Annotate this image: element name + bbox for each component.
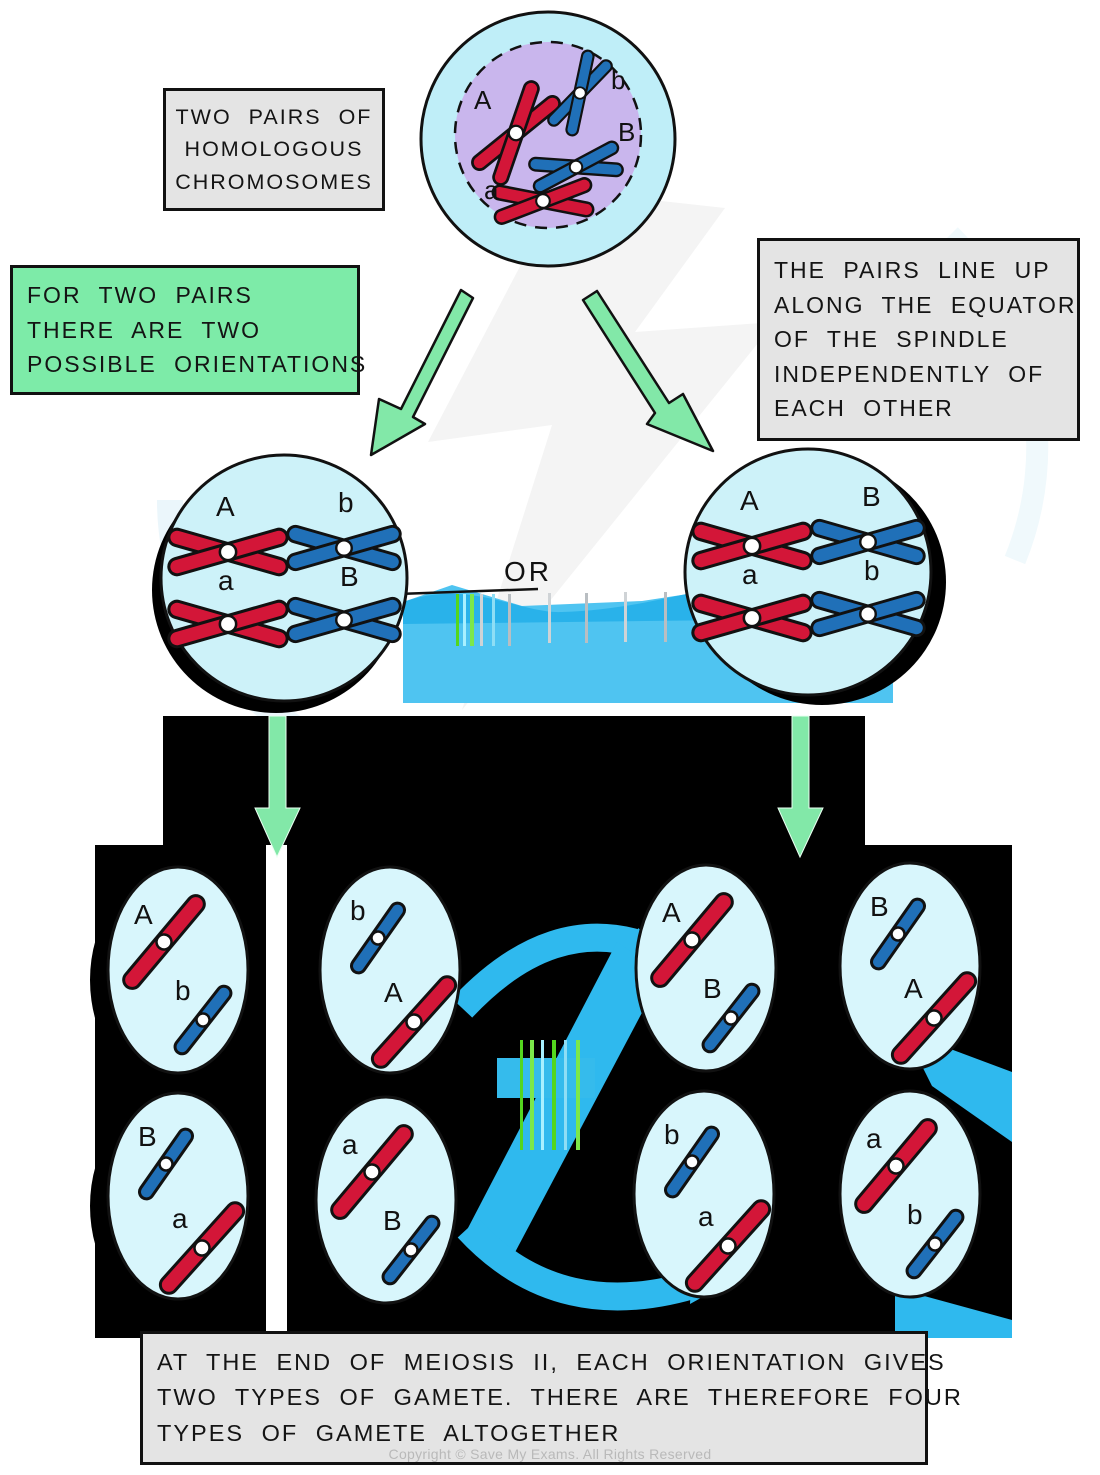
gamete-cell-2: b A bbox=[318, 865, 462, 1075]
chromosome-label: b bbox=[338, 487, 354, 518]
meiosis-summary-line: TWO TYPES OF GAMETE. THERE ARE THEREFORE… bbox=[157, 1384, 963, 1411]
chromatid-label: a bbox=[342, 1129, 358, 1160]
equator-box: THE PAIRS LINE UP ALONG THE EQUATOR OF T… bbox=[757, 238, 1080, 441]
chromosome-label: B bbox=[340, 561, 359, 592]
gamete-cell-5: B a bbox=[90, 1091, 250, 1311]
orientations-box-line: POSSIBLE ORIENTATIONS bbox=[27, 351, 368, 377]
chromatid-label: a bbox=[866, 1123, 882, 1154]
gamete-cell-1: A b bbox=[90, 865, 250, 1085]
chromatid-label: a bbox=[698, 1201, 714, 1232]
gamete-cell-8: a b bbox=[838, 1089, 982, 1299]
chromosome-label: b bbox=[864, 555, 880, 586]
chromosome-label: a bbox=[218, 565, 234, 596]
meiosis-summary-line: TYPES OF GAMETE ALTOGETHER bbox=[157, 1419, 621, 1446]
equator-box-line: THE PAIRS LINE UP bbox=[774, 257, 1051, 283]
chromatid-label: B bbox=[383, 1205, 402, 1236]
meiosis-summary-line: AT THE END OF MEIOSIS II, EACH ORIENTATI… bbox=[157, 1349, 946, 1375]
arrow-to-right-orientation bbox=[581, 289, 715, 453]
chromosome-label: b bbox=[611, 65, 625, 95]
chromosome-label: B bbox=[618, 117, 635, 147]
gamete-cell-3: A B bbox=[634, 863, 778, 1073]
chromatid-label: A bbox=[904, 973, 923, 1004]
chromatid-label: B bbox=[703, 973, 722, 1004]
chromatid-label: b bbox=[907, 1199, 923, 1230]
chromatid-label: A bbox=[384, 977, 403, 1008]
equator-box-line: ALONG THE EQUATOR bbox=[774, 291, 1077, 318]
orientation-left-cell: A b a B bbox=[152, 453, 409, 713]
chromosome-label: B bbox=[862, 481, 881, 512]
chromosome-label: A bbox=[740, 485, 759, 516]
meiosis-summary-box: AT THE END OF MEIOSIS II, EACH ORIENTATI… bbox=[140, 1331, 963, 1465]
down-arrow-left bbox=[254, 715, 301, 859]
chromatid-label: B bbox=[138, 1121, 157, 1152]
chromosome-label: A bbox=[216, 491, 235, 522]
chromatid-label: b bbox=[350, 895, 366, 926]
arrow-to-left-orientation bbox=[369, 288, 475, 457]
chromatid-label: B bbox=[870, 891, 889, 922]
pairs-box-line: CHROMOSOMES bbox=[175, 169, 373, 194]
pairs-box-line: TWO PAIRS OF bbox=[175, 105, 373, 129]
chromosome-label: a bbox=[484, 175, 499, 205]
chromatid-label: A bbox=[134, 899, 153, 930]
gamete-cell-4: B A bbox=[838, 861, 982, 1071]
orientations-box-line: FOR TWO PAIRS bbox=[27, 282, 253, 308]
equator-box-line: INDEPENDENTLY OF bbox=[774, 360, 1045, 387]
orientation-right-cell: A B a b bbox=[683, 447, 946, 705]
down-arrow-right bbox=[777, 715, 824, 859]
chromatid-label: b bbox=[175, 975, 191, 1006]
chromatid-label: A bbox=[662, 897, 681, 928]
gamete-cell-7: b a bbox=[632, 1089, 776, 1299]
chromosome-label: a bbox=[742, 559, 758, 590]
pairs-box-line: HOMOLOGOUS bbox=[184, 137, 364, 162]
chromatid-label: a bbox=[172, 1203, 188, 1234]
chromatid-label: b bbox=[664, 1119, 680, 1150]
pairs-box: TWO PAIRS OF HOMOLOGOUS CHROMOSOMES bbox=[163, 88, 385, 211]
equator-box-line: OF THE SPINDLE bbox=[774, 326, 1009, 352]
gamete-cell-6: a B bbox=[314, 1095, 458, 1305]
chromosome-label: A bbox=[474, 85, 492, 115]
equator-box-line: EACH OTHER bbox=[774, 395, 954, 421]
or-label: OR bbox=[504, 556, 552, 587]
copyright-notice: Copyright © Save My Exams. All Rights Re… bbox=[388, 1446, 712, 1462]
orientations-box: FOR TWO PAIRS THERE ARE TWO POSSIBLE ORI… bbox=[10, 265, 368, 395]
orientations-box-line: THERE ARE TWO bbox=[27, 316, 261, 343]
parent-cell: A b B a bbox=[419, 10, 677, 268]
